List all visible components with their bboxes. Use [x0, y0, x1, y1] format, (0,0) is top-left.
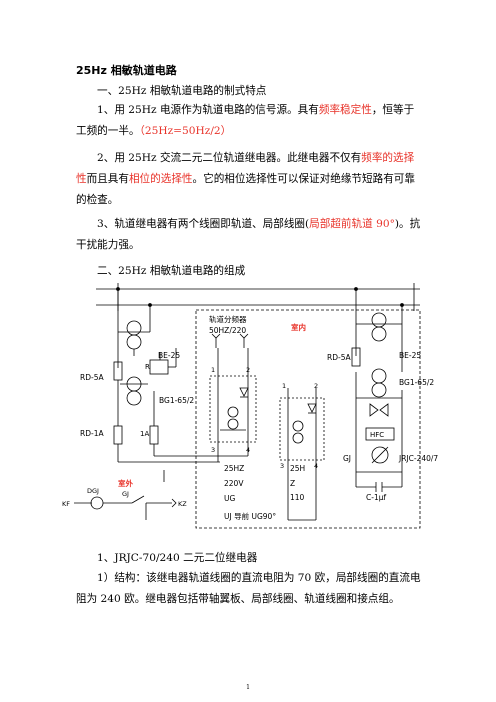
pin-3a: 3 — [211, 446, 215, 454]
label-bg165-right: BG1-65/2 — [399, 378, 434, 387]
page-title: 25Hz 相敏轨道电路 — [76, 64, 177, 77]
label-dgj: DGJ — [87, 487, 99, 495]
label-220v: 220V — [224, 479, 244, 488]
pin-2a: 2 — [246, 366, 250, 374]
label-be25-left: BE-25 — [158, 351, 180, 360]
paragraph-point-3: 3、轨道继电器有两个线圈即轨道、局部线圈(局部超前轨道 90°)。抗干扰能力强。 — [76, 218, 421, 251]
indoor-boundary — [195, 309, 421, 529]
pin-3b: 3 — [280, 462, 284, 470]
local-frequency-splitter — [279, 388, 325, 521]
paragraph-point-1: 1、用 25Hz 电源作为轨道电路的信号源。具有频率稳定性，恒等于工频的一半。（… — [76, 104, 415, 137]
label-z: Z — [290, 479, 295, 488]
page-number: 1 — [246, 684, 250, 691]
label-110: 110 — [290, 493, 305, 502]
label-rd5a-right: RD-5A — [327, 353, 351, 362]
label-hfc: HFC — [370, 431, 384, 439]
label-25hz: 25HZ — [224, 464, 244, 473]
left-feed-circuit — [113, 289, 248, 463]
paragraph-structure: 1）结构：该继电器轨道线圈的直流电阻为 70 欧，局部线圈的直流电阻为 240 … — [76, 572, 421, 605]
label-resistor: R — [145, 363, 150, 371]
pin-1b: 1 — [282, 382, 286, 390]
label-be25-right: BE-25 — [399, 351, 421, 360]
track-rails — [96, 283, 420, 311]
section-heading-2: 二、25Hz 相敏轨道电路的组成 — [97, 265, 246, 277]
pin-1a: 1 — [211, 366, 215, 374]
pin-2b: 2 — [314, 382, 318, 390]
label-gj-left: GJ — [122, 490, 129, 498]
label-ug: UG — [224, 494, 235, 503]
circuit-diagram: BE-25 BE-25 R RD-5A RD-5A BG1-65/2 BG1-6… — [62, 283, 438, 529]
label-splitter-2: 50HZ/220 — [209, 326, 246, 335]
label-outdoor: 室外 — [118, 478, 133, 488]
label-kf: KF — [62, 500, 70, 508]
pin-4b: 4 — [314, 462, 318, 470]
section-heading-1: 一、25Hz 相敏轨道电路的制式特点 — [97, 85, 267, 97]
label-1a: 1A — [140, 430, 149, 438]
label-rd1a: RD-1A — [80, 429, 104, 438]
track-frequency-splitter — [209, 348, 257, 462]
power-input-arrows — [211, 333, 249, 348]
pin-4a: 4 — [246, 446, 250, 454]
label-indoor: 室内 — [291, 322, 306, 332]
label-uj-note: UJ 导前 UG90° — [224, 511, 276, 521]
paragraph-point-2: 2、用 25Hz 交流二元二位轨道继电器。此继电器不仅有频率的选择性而且具有相位… — [76, 152, 415, 206]
label-capacitor: C-1μf — [366, 493, 386, 502]
outdoor-contact-circuit — [74, 470, 177, 520]
label-bg165-left: BG1-65/2 — [159, 396, 194, 405]
right-receive-circuit — [351, 289, 403, 492]
label-gj-right: GJ — [343, 454, 351, 463]
label-splitter-1: 轨道分频器 — [209, 314, 247, 324]
subsection-heading: 1、JRJC-70/240 二元二位继电器 — [97, 552, 258, 564]
label-kz: KZ — [178, 500, 187, 508]
label-rd5a-left: RD-5A — [80, 373, 104, 382]
label-jrjc: JRJC-240/7 — [398, 454, 438, 463]
label-25h: 25H — [290, 464, 305, 473]
